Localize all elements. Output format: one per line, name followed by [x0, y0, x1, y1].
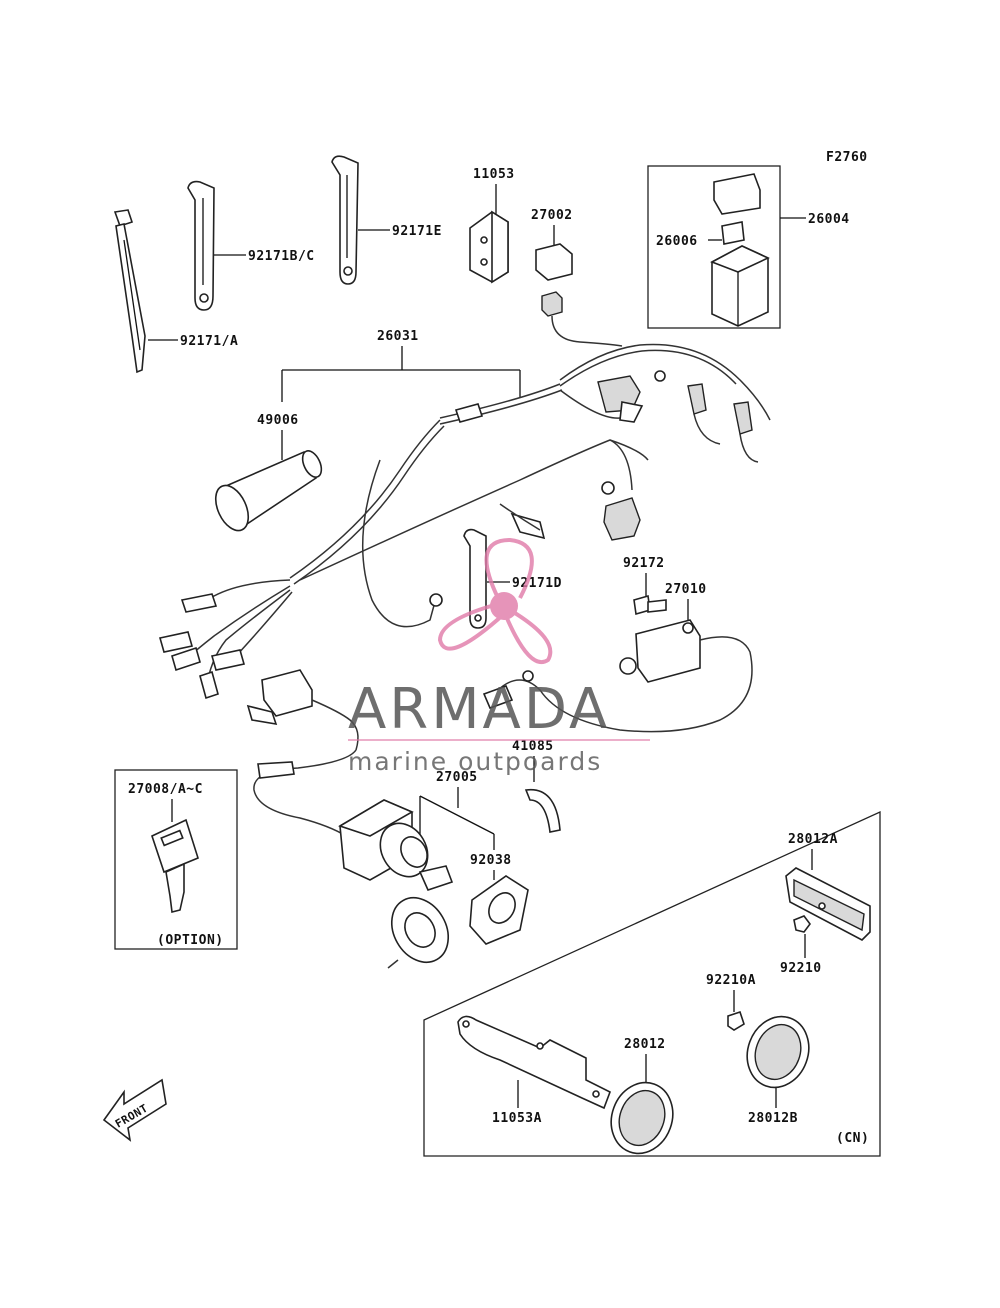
watermark-brand: ARMADA	[348, 677, 610, 742]
part-26004-cover[interactable]	[713, 173, 761, 215]
label-26006: 26006	[656, 234, 698, 249]
label-92171-D: 92171D	[512, 576, 562, 591]
label-92210A: 92210A	[706, 973, 756, 988]
label-92171-E: 92171E	[392, 224, 442, 239]
label-28012B: 28012B	[748, 1111, 798, 1126]
part-92210A-nut[interactable]	[727, 1010, 745, 1031]
part-27008-key[interactable]	[151, 818, 199, 913]
part-11053A-bracket[interactable]	[457, 1015, 612, 1110]
part-41085[interactable]	[524, 788, 561, 833]
label-11053: 11053	[473, 167, 515, 182]
label-26031: 26031	[377, 329, 419, 344]
part-92171-D[interactable]	[463, 528, 487, 629]
label-28012: 28012	[624, 1037, 666, 1052]
label-27002: 27002	[531, 208, 573, 223]
label-27010: 27010	[665, 582, 707, 597]
label-92171-A: 92171/A	[180, 334, 238, 349]
part-49006-boot[interactable]	[209, 448, 325, 536]
box-cn	[423, 810, 881, 1157]
part-27010-switch[interactable]	[497, 619, 753, 733]
part-92171-BC[interactable]	[187, 180, 215, 311]
label-27008: 27008/A~C	[128, 782, 203, 797]
label-92172: 92172	[623, 556, 665, 571]
label-cn: (CN)	[836, 1131, 869, 1146]
part-28012B-reflector[interactable]	[737, 1008, 818, 1096]
part-92172-screw[interactable]	[633, 594, 667, 616]
label-92171-BC: 92171B/C	[248, 249, 315, 264]
part-92038-cap[interactable]	[469, 875, 529, 945]
part-92210-nut[interactable]	[793, 915, 811, 933]
label-28012A: 28012A	[788, 832, 838, 847]
box-26004	[647, 165, 781, 329]
label-92038: 92038	[470, 853, 512, 868]
part-92171-A[interactable]	[113, 209, 146, 374]
label-41085: 41085	[512, 739, 554, 754]
part-27005-ignition[interactable]	[338, 799, 460, 972]
label-26004: 26004	[808, 212, 850, 227]
label-11053A: 11053A	[492, 1111, 542, 1126]
part-26006-fuse[interactable]	[721, 221, 745, 245]
label-49006: 49006	[257, 413, 299, 428]
part-28012A-reflector[interactable]	[785, 867, 871, 941]
label-92210: 92210	[780, 961, 822, 976]
part-26031-harness[interactable]	[158, 343, 771, 700]
watermark-logo-icon	[437, 537, 553, 664]
part-harness-connector[interactable]	[482, 670, 534, 710]
part-26004-fusebox[interactable]	[710, 245, 770, 327]
front-arrow-icon: FRONT	[102, 1078, 167, 1142]
part-27002[interactable]	[535, 243, 623, 347]
part-28012-reflector[interactable]	[601, 1074, 682, 1162]
figure-code: F2760	[826, 150, 868, 165]
part-main-connector[interactable]	[246, 669, 359, 837]
part-92171-E[interactable]	[331, 155, 359, 285]
label-27005: 27005	[436, 770, 478, 785]
label-option: (OPTION)	[157, 933, 224, 948]
box-27008-option	[114, 769, 238, 950]
watermark-tagline: marine outpoards	[348, 747, 602, 776]
part-11053[interactable]	[469, 210, 509, 284]
